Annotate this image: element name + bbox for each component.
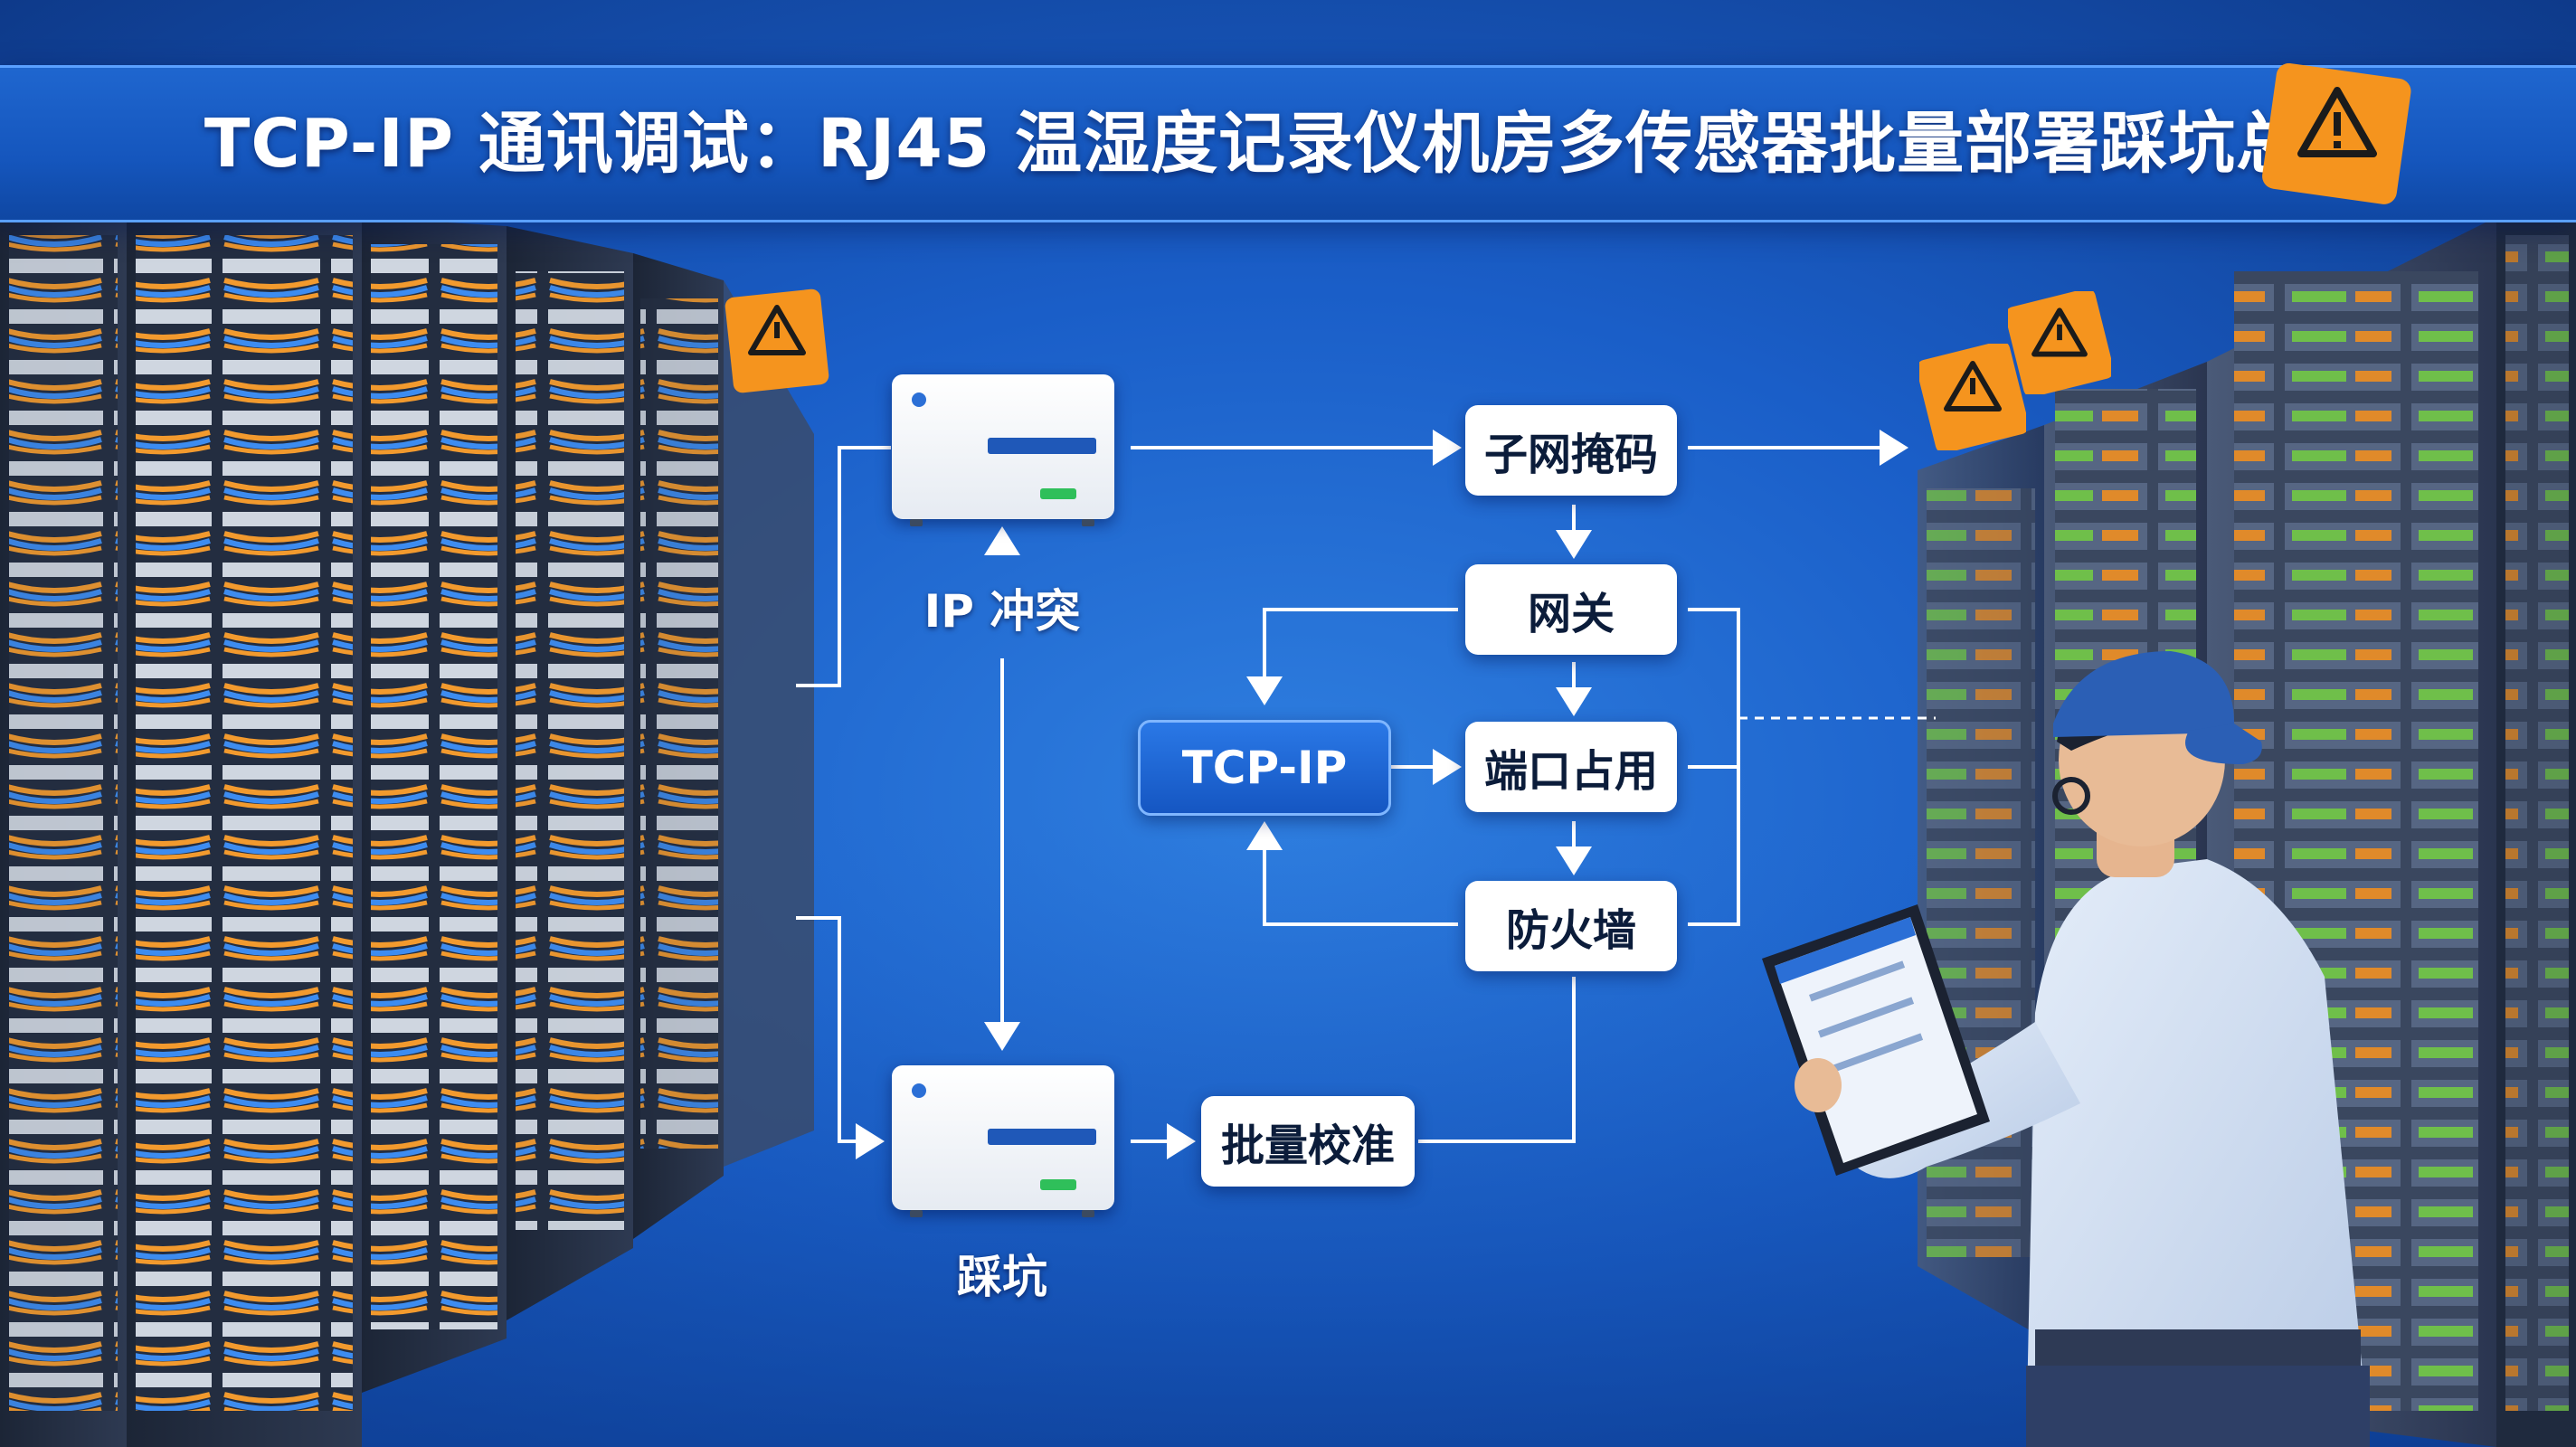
tcp-ip-node: TCP-IP (1138, 720, 1391, 816)
title-bar: TCP-IP 通讯调试：RJ45 温湿度记录仪机房多传感器批量部署踩坑总结 (0, 65, 2576, 222)
warning-icon (1919, 344, 2026, 450)
warning-icon (2262, 63, 2411, 204)
subnet-mask-node: 子网掩码 (1465, 405, 1677, 496)
ip-conflict-label: IP 冲突 (923, 585, 1081, 638)
recorder-device (892, 1065, 1114, 1217)
warning-icon (724, 288, 829, 393)
page-title: TCP-IP 通讯调试：RJ45 温湿度记录仪机房多传感器批量部署踩坑总结 (204, 105, 2372, 183)
warning-icon (2008, 291, 2111, 394)
batch-calibration-node: 批量校准 (1201, 1096, 1415, 1187)
tablet (1762, 904, 1990, 1176)
gateway-node: 网关 (1465, 564, 1677, 655)
pitfall-label: 踩坑 (957, 1251, 1047, 1303)
firewall-node: 防火墙 (1465, 881, 1677, 971)
recorder-device (892, 374, 1114, 526)
port-occupied-node: 端口占用 (1465, 722, 1677, 812)
